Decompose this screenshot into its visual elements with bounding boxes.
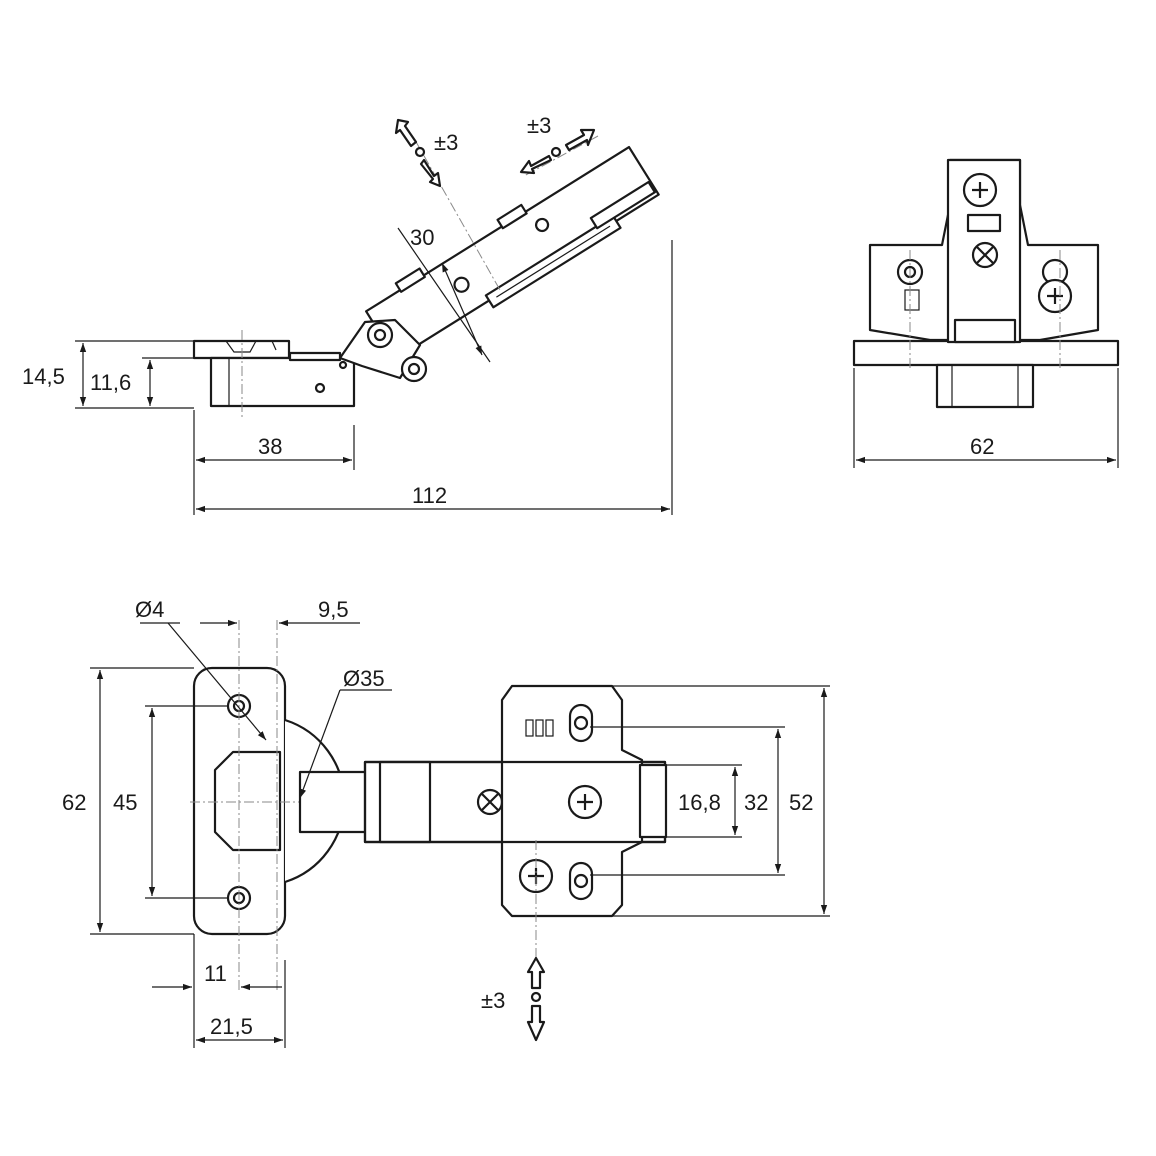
dim-9-5: 9,5 bbox=[318, 597, 349, 622]
dim-62-top: 62 bbox=[62, 790, 86, 815]
hinge-link bbox=[338, 318, 422, 380]
boss-plate bbox=[288, 351, 342, 362]
mounting-base bbox=[852, 339, 1120, 367]
dim-11-6: 11,6 bbox=[90, 370, 131, 395]
dim-112: 112 bbox=[412, 483, 447, 508]
adjust-arrow-1 bbox=[394, 118, 442, 188]
adjust-arrow-3 bbox=[526, 956, 546, 1042]
dim-45: 45 bbox=[113, 790, 137, 815]
side-view: ±3 ±3 30 14,5 11,6 38 112 bbox=[22, 113, 673, 515]
dim-11: 11 bbox=[204, 961, 227, 986]
adjust-label-1: ±3 bbox=[434, 130, 458, 155]
dim-16-8: 16,8 bbox=[678, 790, 721, 815]
hinge-arm bbox=[365, 145, 660, 360]
dim-52: 52 bbox=[789, 790, 813, 815]
dim-21-5: 21,5 bbox=[210, 1014, 253, 1039]
dim-30: 30 bbox=[410, 225, 434, 250]
cup-recess bbox=[213, 750, 282, 852]
cup-body bbox=[209, 356, 356, 408]
rivet bbox=[314, 382, 326, 394]
adjust-arrow-2 bbox=[519, 128, 596, 175]
dim-38: 38 bbox=[258, 434, 282, 459]
front-view: 62 bbox=[852, 158, 1120, 468]
dim-32: 32 bbox=[744, 790, 768, 815]
cup-front bbox=[935, 363, 1035, 409]
top-view: ±3 Ø4 9,5 Ø35 62 45 11 21,5 bbox=[62, 597, 830, 1048]
dim-dia-4: Ø4 bbox=[135, 597, 164, 622]
adjust-label-2: ±3 bbox=[527, 113, 551, 138]
dim-62-front: 62 bbox=[970, 434, 994, 459]
adjust-label-3: ±3 bbox=[481, 988, 505, 1013]
dim-dia-35: Ø35 bbox=[343, 666, 385, 691]
dim-14-5: 14,5 bbox=[22, 364, 65, 389]
